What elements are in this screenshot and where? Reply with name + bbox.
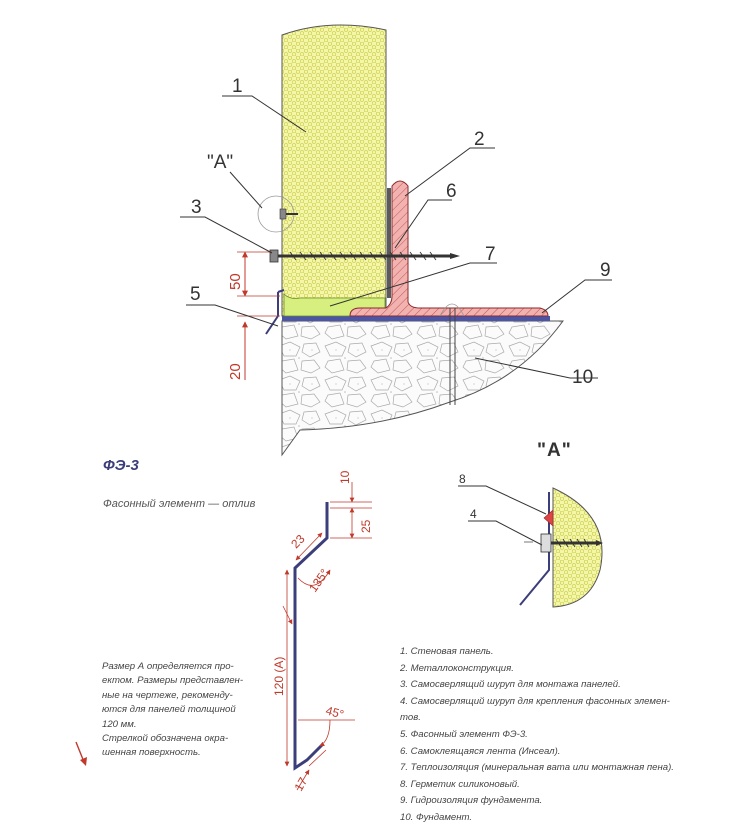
legend-item: 8. Герметик силиконовый. <box>400 778 520 790</box>
legend-item: 6. Самоклеящаяся лента (Инсеал). <box>400 745 561 757</box>
legend-item: 2. Металлоконструкция. <box>400 662 514 674</box>
legend-item: 5. Фасонный элемент ФЭ-3. <box>400 728 528 740</box>
wall-panel <box>281 24 387 317</box>
callout-9: 9 <box>600 260 611 281</box>
foundation <box>281 320 564 457</box>
note-line: ются для панелей толщиной <box>102 704 236 716</box>
profile-subtitle: Фасонный элемент — отлив <box>103 498 256 510</box>
note-line: Размер А определяется про- <box>102 661 234 672</box>
note-line: ектом. Размеры представлен- <box>102 675 244 687</box>
legend-item: 4. Самосверлящий шуруп для крепления фас… <box>400 695 670 707</box>
detail-callout-4: 4 <box>470 507 477 521</box>
note-line: ные на чертеже, рекоменду- <box>102 689 233 701</box>
profile-dim-120a: 120 (А) <box>272 657 286 696</box>
callout-10: 10 <box>572 367 593 388</box>
profile-dim-23: 23 <box>288 532 308 552</box>
callout-7: 7 <box>485 244 496 265</box>
detail-callout-8: 8 <box>459 472 466 486</box>
legend-list: 1. Стеновая панель. 2. Металлоконструкци… <box>400 644 720 827</box>
flashing-element <box>265 289 285 335</box>
profile-dim-25: 25 <box>359 519 373 533</box>
note-text: Размер А определяется про- ектом. Размер… <box>102 660 280 761</box>
panel-screw <box>269 249 460 263</box>
profile-title: ФЭ-3 <box>103 457 139 474</box>
detail-marker-label: "A" <box>207 152 233 173</box>
profile-dim-45: 45° <box>324 703 345 721</box>
legend-item: 7. Теплоизоляция (минеральная вата или м… <box>400 762 674 774</box>
legend-item: тов. <box>400 712 421 724</box>
painted-surface-arrow-icon <box>75 741 87 766</box>
legend-item: 10. Фундамент. <box>400 811 473 823</box>
metal-structure <box>349 180 549 317</box>
note-line: 120 мм. <box>102 718 137 730</box>
callout-5: 5 <box>190 284 201 305</box>
callout-2: 2 <box>474 129 485 150</box>
detail-a-drawing <box>458 485 603 608</box>
flashing-screw <box>257 195 298 233</box>
foundation-waterproofing <box>282 316 550 321</box>
profile-dim-135: 135° <box>306 566 332 595</box>
sealing-tape <box>387 188 391 298</box>
callout-3: 3 <box>191 197 202 218</box>
note-line: шенная поверхность. <box>102 747 201 759</box>
profile-drawing <box>282 482 372 791</box>
note-line: Стрелкой обозначена окра- <box>102 733 229 745</box>
callout-6: 6 <box>446 181 457 202</box>
leader-lines <box>180 95 612 379</box>
dimension-20: 20 <box>227 363 244 380</box>
legend-item: 1. Стеновая панель. <box>400 646 494 657</box>
callout-1: 1 <box>232 76 243 97</box>
profile-dim-17: 17 <box>291 775 310 794</box>
foundation-anchor <box>439 303 465 405</box>
legend-item: 3. Самосверлящий шуруп для монтажа панел… <box>400 679 621 691</box>
detail-a-title: "A" <box>537 440 572 461</box>
dimension-50: 50 <box>227 273 244 290</box>
legend-item: 9. Гидроизоляция фундамента. <box>400 795 543 807</box>
profile-dim-10: 10 <box>338 470 352 484</box>
dimension-lines <box>237 251 280 380</box>
